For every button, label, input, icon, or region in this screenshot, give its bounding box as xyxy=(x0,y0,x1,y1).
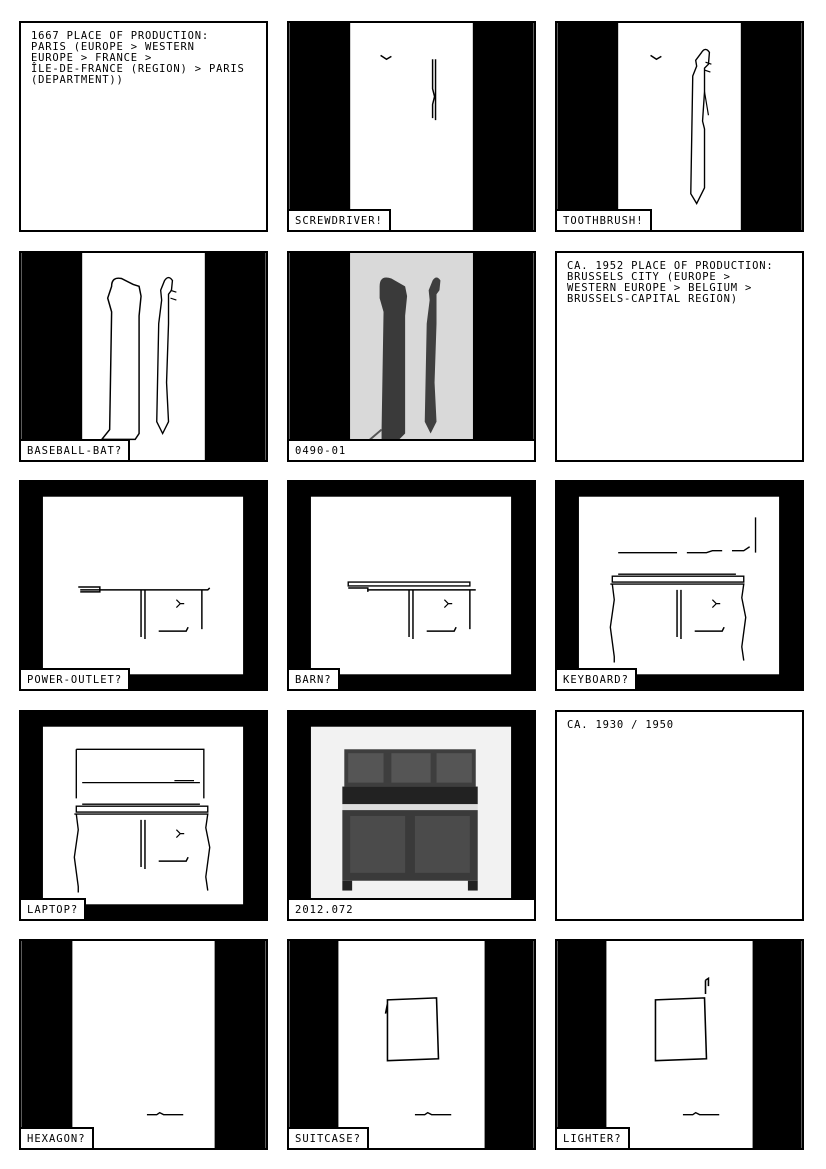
panel-10-laptop: laptop? xyxy=(19,710,268,921)
line-drawing xyxy=(310,496,512,675)
line-drawing xyxy=(42,726,244,905)
panel-caption: power-outlet? xyxy=(21,668,131,689)
panel-caption: barn? xyxy=(289,668,340,689)
line-drawing xyxy=(21,941,266,1148)
panel-11-photo: 2012.072 xyxy=(287,710,536,921)
panel-5-photo: 0490-01 xyxy=(287,251,536,462)
line-drawing xyxy=(21,253,266,460)
line-drawing xyxy=(557,941,802,1148)
panel-9-keyboard: keyboard? xyxy=(555,480,804,691)
panel-6-text: ca. 1952 place of production: Brussels C… xyxy=(555,251,804,462)
panel-text: 1667 place of production: Paris (Europe … xyxy=(31,30,245,86)
panel-1-text: 1667 place of production: Paris (Europe … xyxy=(19,21,268,232)
line-drawing xyxy=(289,23,534,230)
panel-13-hexagon: hexagon? xyxy=(19,939,268,1150)
panel-7-power-outlet: power-outlet? xyxy=(19,480,268,691)
panel-text: ca. 1952 place of production: Brussels C… xyxy=(567,260,774,305)
panel-caption: 0490-01 xyxy=(289,439,534,460)
line-drawing xyxy=(42,496,244,675)
panel-8-barn: barn? xyxy=(287,480,536,691)
panel-3-toothbrush: toothbrush! xyxy=(555,21,804,232)
panel-caption: hexagon? xyxy=(21,1127,94,1148)
panel-12-text: ca. 1930 / 1950 xyxy=(555,710,804,921)
line-drawing xyxy=(557,23,802,230)
panel-15-lighter: lighter? xyxy=(555,939,804,1150)
panel-caption: laptop? xyxy=(21,898,87,919)
panel-2-screwdriver: screwdriver! xyxy=(287,21,536,232)
line-drawing xyxy=(289,941,534,1148)
panel-caption: suitcase? xyxy=(289,1127,369,1148)
photograph xyxy=(289,253,534,460)
panel-text: ca. 1930 / 1950 xyxy=(567,719,674,731)
panel-caption: toothbrush! xyxy=(557,209,652,230)
panel-caption: 2012.072 xyxy=(289,898,534,919)
panel-caption: screwdriver! xyxy=(289,209,391,230)
panel-4-baseball-bat: baseball-bat? xyxy=(19,251,268,462)
panel-caption: lighter? xyxy=(557,1127,630,1148)
line-drawing xyxy=(578,496,780,675)
photograph xyxy=(310,726,512,905)
panel-caption: keyboard? xyxy=(557,668,637,689)
panel-14-suitcase: suitcase? xyxy=(287,939,536,1150)
panel-caption: baseball-bat? xyxy=(21,439,131,460)
